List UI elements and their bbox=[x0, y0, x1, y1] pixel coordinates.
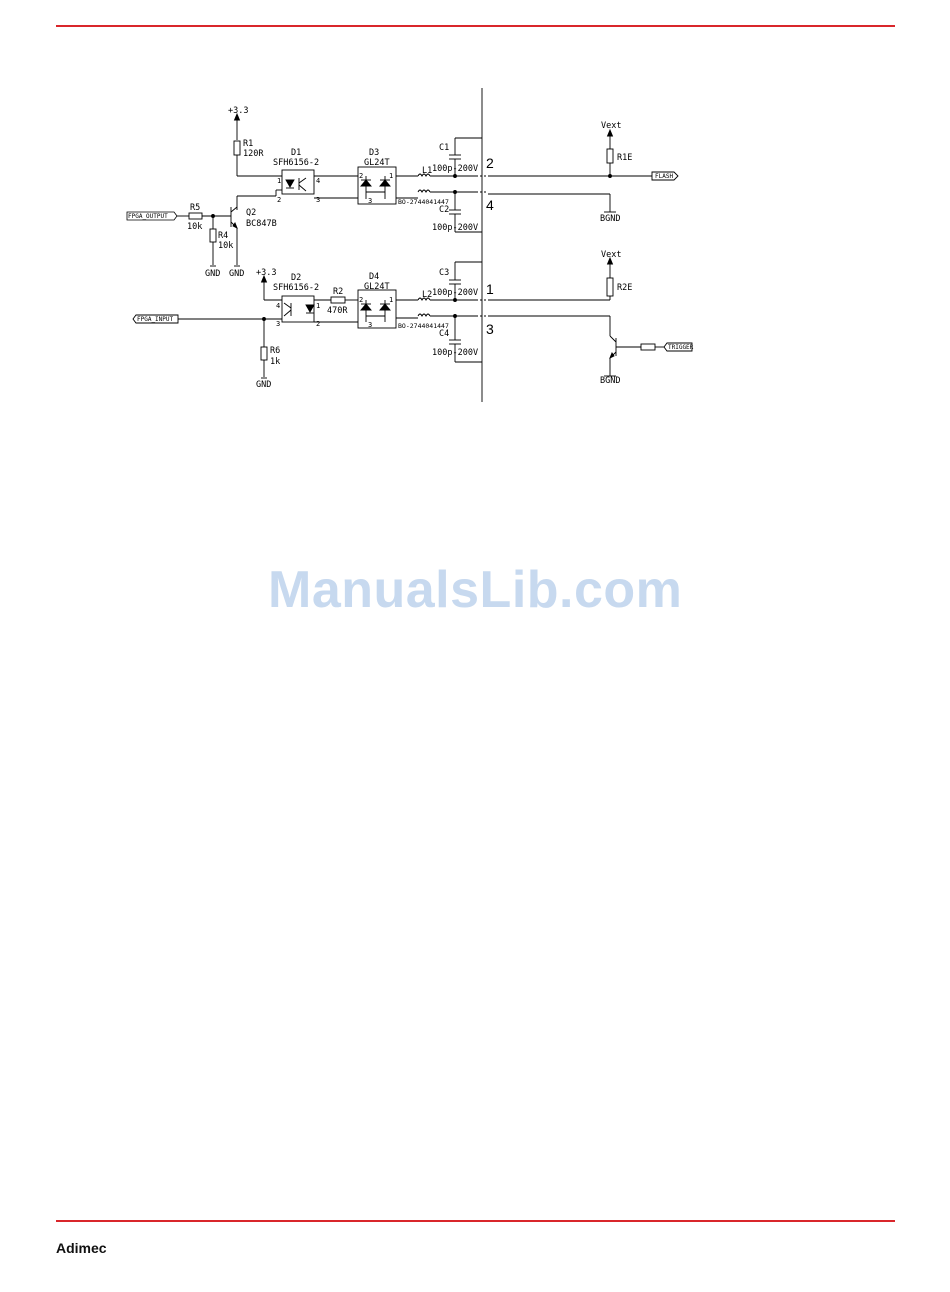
c3-label: C3 bbox=[439, 268, 449, 278]
d4-pin-3: 3 bbox=[368, 321, 372, 329]
r6-label: R6 bbox=[270, 346, 280, 356]
resistor-r5 bbox=[188, 212, 203, 220]
resistor-r1 bbox=[233, 140, 241, 156]
optocoupler-d1 bbox=[281, 169, 315, 195]
c3-value: 100p-200V bbox=[432, 288, 478, 298]
connector-pin-2: 2 bbox=[486, 155, 494, 171]
vext-arrow-icon bbox=[606, 256, 614, 265]
connector-pin-1: 1 bbox=[486, 281, 494, 297]
r4-label: R4 bbox=[218, 231, 228, 241]
d4-pin-2: 2 bbox=[359, 296, 363, 304]
ferrite2-label: BO-2744041447 bbox=[398, 322, 449, 330]
resistor-r4 bbox=[209, 228, 217, 243]
ferrite1-label: BO-2744041447 bbox=[398, 198, 449, 206]
d4-pin-1: 1 bbox=[389, 296, 393, 304]
resistor-r2 bbox=[330, 296, 346, 304]
c4-label: C4 bbox=[439, 329, 449, 339]
resistor-r2e bbox=[606, 277, 614, 297]
trigger-tag-label: TRIGGER bbox=[668, 344, 694, 351]
brand-logo: Adimec bbox=[56, 1240, 107, 1256]
vext-label-1: Vext bbox=[601, 121, 621, 131]
d1-pin-4: 4 bbox=[316, 177, 320, 185]
l2-label: L2 bbox=[422, 290, 432, 300]
gnd-label-2: GND bbox=[229, 269, 244, 279]
gnd-label-1: GND bbox=[205, 269, 220, 279]
d1-pin-1: 1 bbox=[277, 177, 281, 185]
r1e-label: R1E bbox=[617, 153, 632, 163]
c2-label: C2 bbox=[439, 205, 449, 215]
fpga-input-label: FPGA_INPUT bbox=[137, 316, 174, 323]
connector-pin-3: 3 bbox=[486, 321, 494, 337]
optocoupler-d2 bbox=[281, 295, 315, 323]
d1-pin-3: 3 bbox=[316, 196, 320, 204]
r2-label: R2 bbox=[333, 287, 343, 297]
d1-part: SFH6156-2 bbox=[273, 158, 319, 168]
inductor-l2 bbox=[417, 297, 431, 302]
tvs-d3 bbox=[357, 166, 397, 205]
d2-pin-2: 2 bbox=[316, 320, 320, 328]
supply-arrow-icon bbox=[260, 274, 268, 283]
c2-value: 100p-200V bbox=[432, 223, 478, 233]
resistor-r1e bbox=[606, 148, 614, 164]
flash-tag bbox=[651, 171, 679, 181]
bgnd-label-1: BGND bbox=[600, 214, 620, 224]
header-rule bbox=[56, 25, 895, 27]
resistor-r6 bbox=[260, 346, 268, 361]
q2-part: BC847B bbox=[246, 219, 277, 229]
d3-part: GL24T bbox=[364, 158, 390, 168]
r2e-label: R2E bbox=[617, 283, 632, 293]
d2-pin-1: 1 bbox=[316, 302, 320, 310]
d4-part: GL24T bbox=[364, 282, 390, 292]
r6-value: 1k bbox=[270, 357, 280, 367]
watermark: ManualsLib.com bbox=[268, 561, 683, 619]
fpga-output-label: FPGA_OUTPUT bbox=[128, 213, 168, 220]
vext-arrow-icon bbox=[606, 128, 614, 137]
d1-pin-2: 2 bbox=[277, 196, 281, 204]
r2-value: 470R bbox=[327, 306, 348, 316]
d2-pin-4: 4 bbox=[276, 302, 280, 310]
r5-label: R5 bbox=[190, 203, 200, 213]
l1-label: L1 bbox=[422, 166, 432, 176]
d2-pin-3: 3 bbox=[276, 320, 280, 328]
d4-label: D4 bbox=[369, 272, 379, 282]
fpga-output-tag bbox=[126, 211, 178, 221]
resistor-trigger bbox=[640, 343, 656, 351]
tvs-d4 bbox=[357, 289, 397, 329]
plus33-label-2: +3.3 bbox=[256, 268, 276, 278]
connector-pin-4: 4 bbox=[486, 197, 494, 213]
r5-value: 10k bbox=[187, 222, 202, 232]
c1-value: 100p-200V bbox=[432, 164, 478, 174]
flash-tag-label: FLASH bbox=[655, 173, 673, 180]
r1-label: R1 bbox=[243, 139, 253, 149]
d3-pin-3: 3 bbox=[368, 197, 372, 205]
footer-rule bbox=[56, 1220, 895, 1222]
d2-label: D2 bbox=[291, 273, 301, 283]
r1-value: 120R bbox=[243, 149, 264, 159]
trigger-tag bbox=[663, 342, 693, 352]
d2-part: SFH6156-2 bbox=[273, 283, 319, 293]
d3-pin-2: 2 bbox=[359, 172, 363, 180]
d1-label: D1 bbox=[291, 148, 301, 158]
gnd-label-3: GND bbox=[256, 380, 271, 390]
bgnd-label-2: BGND bbox=[600, 376, 620, 386]
d3-label: D3 bbox=[369, 148, 379, 158]
c4-value: 100p-200V bbox=[432, 348, 478, 358]
d3-pin-1: 1 bbox=[389, 172, 393, 180]
c1-label: C1 bbox=[439, 143, 449, 153]
inductor-l1 bbox=[417, 173, 431, 178]
r4-value: 10k bbox=[218, 241, 233, 251]
q2-label: Q2 bbox=[246, 208, 256, 218]
vext-label-2: Vext bbox=[601, 250, 621, 260]
supply-arrow-icon bbox=[233, 112, 241, 121]
plus33-label: +3.3 bbox=[228, 106, 248, 116]
